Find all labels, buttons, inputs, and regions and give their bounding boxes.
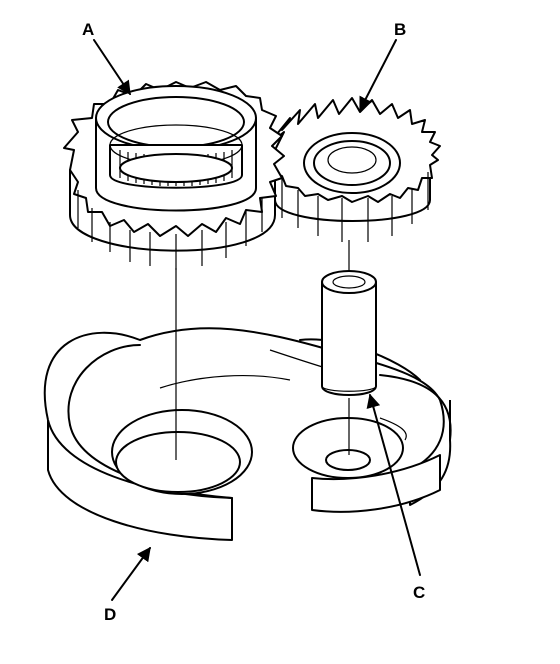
callout-arrows xyxy=(93,39,421,601)
callout-label-d: D xyxy=(104,605,116,624)
callout-label-b: B xyxy=(394,20,406,39)
callout-arrow-a xyxy=(93,39,131,96)
callout-label-a: A xyxy=(82,20,94,39)
callout-arrow-d xyxy=(111,546,151,601)
callout-arrow-c xyxy=(366,393,421,576)
callout-label-c: C xyxy=(413,583,425,602)
base-plate-d xyxy=(43,327,452,541)
gear-a xyxy=(63,81,285,460)
gear-b xyxy=(267,97,441,242)
shaft-c xyxy=(321,240,377,455)
callout-arrow-b xyxy=(359,39,397,112)
